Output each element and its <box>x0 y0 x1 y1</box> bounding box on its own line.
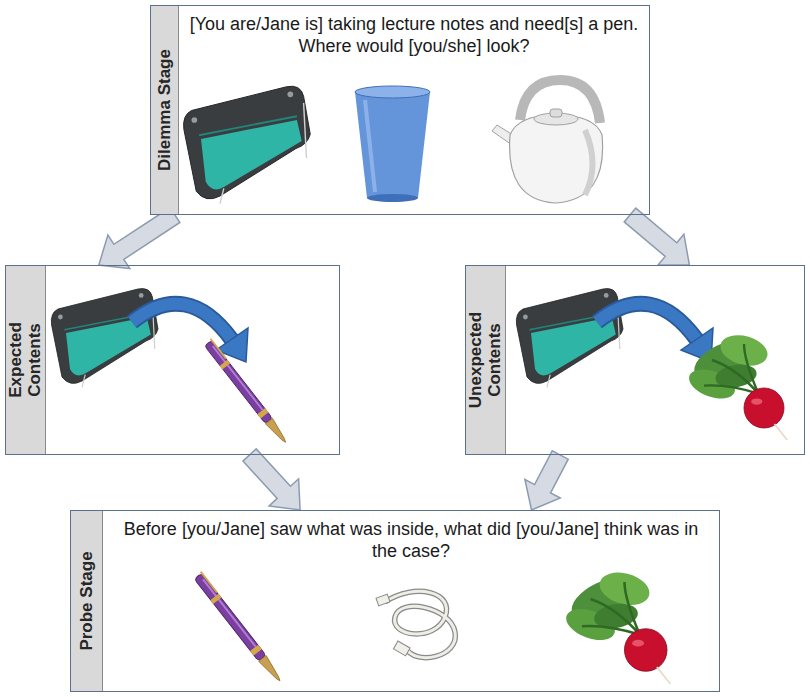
stage-label: Unexpected Contents <box>467 304 504 416</box>
block-arrow <box>624 208 689 265</box>
radish <box>685 330 787 440</box>
stage-tab: Unexpected Contents <box>466 266 506 454</box>
pencil-case <box>516 289 623 388</box>
stage-panel: Dilemma Stage [You are/Jane is] taking le… <box>150 5 650 215</box>
stage-label: Dilemma Stage <box>155 15 174 205</box>
radish <box>562 567 671 684</box>
stage-tab: Expected Contents <box>6 266 46 454</box>
pencil-case <box>184 86 311 203</box>
block-arrow <box>525 451 568 510</box>
pen <box>203 338 290 445</box>
stage-panel: Probe Stage Before [you/Jane] saw what wa… <box>70 510 720 692</box>
stage-tab: Dilemma Stage <box>151 6 179 214</box>
stage-panel: Unexpected Contents <box>465 265 805 455</box>
pencil-case <box>51 289 158 388</box>
stage-label: Probe Stage <box>77 516 96 686</box>
stage-panel: Expected Contents <box>5 265 340 455</box>
stage-tab: Probe Stage <box>71 511 103 691</box>
block-arrow <box>243 449 300 510</box>
curved-arrow <box>597 304 713 362</box>
curved-arrow <box>132 304 248 362</box>
prompt-text: [You are/Jane is] taking lecture notes a… <box>189 6 639 57</box>
pen <box>193 571 285 684</box>
prompt-text: Before [you/Jane] saw what was inside, w… <box>113 511 709 562</box>
plastic-cup <box>355 86 430 202</box>
cable <box>376 591 455 657</box>
stage-label: Expected Contents <box>7 310 44 410</box>
block-arrow <box>99 208 180 269</box>
kettle <box>492 80 603 203</box>
